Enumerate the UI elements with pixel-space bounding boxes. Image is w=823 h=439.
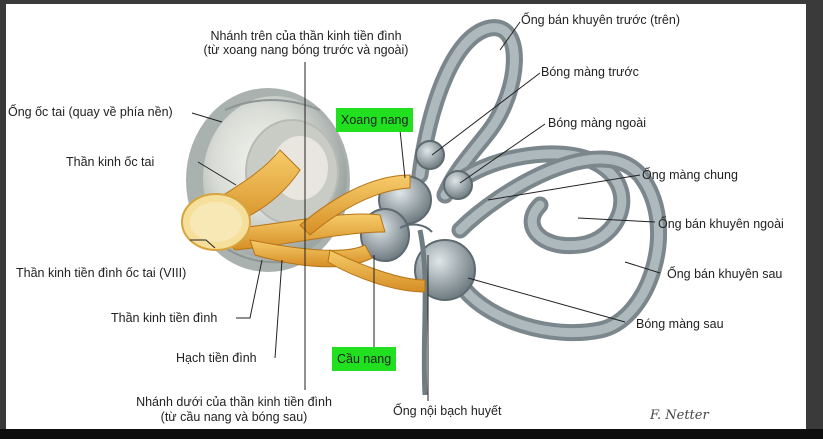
label-anterior-canal: Ống bán khuyên trước (trên) xyxy=(521,13,680,27)
label-upper-branch-line1: Nhánh trên của thần kinh tiền đình xyxy=(210,29,402,43)
label-cochlear-nerve: Thần kinh ốc tai xyxy=(66,155,155,169)
label-endolymphatic-duct: Ống nội bạch huyết xyxy=(393,404,502,418)
bottom-bar xyxy=(0,429,823,439)
artist-signature: F. Netter xyxy=(650,408,709,423)
label-lateral-canal: Ống bán khuyên ngoài xyxy=(658,217,784,231)
leader-lines xyxy=(190,21,661,401)
label-lower-branch-line2: (từ cầu nang và bóng sau) xyxy=(160,410,308,424)
semicircular-canals xyxy=(411,19,668,342)
vestibule xyxy=(360,140,476,396)
label-lateral-ampulla: Bóng màng ngoài xyxy=(548,116,646,130)
label-vestibulocochlear-nerve: Thần kinh tiền đình ốc tai (VIII) xyxy=(16,266,187,280)
label-vestibular-ganglion: Hạch tiền đình xyxy=(176,351,257,365)
nerves xyxy=(181,149,426,293)
label-posterior-ampulla: Bóng màng sau xyxy=(636,317,724,331)
label-vestibular-nerve: Thần kinh tiền đình xyxy=(111,311,218,325)
label-posterior-canal: Ống bán khuyên sau xyxy=(667,267,783,281)
label-utricle: Xoang nang xyxy=(336,108,414,132)
label-saccule: Cầu nang xyxy=(332,347,397,371)
label-cochlear-duct: Ống ốc tai (quay về phía nền) xyxy=(8,105,173,119)
label-upper-branch-line2: (từ xoang nang bóng trước và ngoài) xyxy=(203,43,409,57)
label-anterior-ampulla: Bóng màng trước xyxy=(541,65,639,79)
label-lower-branch-line1: Nhánh dưới của thần kinh tiền đình xyxy=(136,395,332,409)
label-common-crus: Ống màng chung xyxy=(642,168,738,182)
